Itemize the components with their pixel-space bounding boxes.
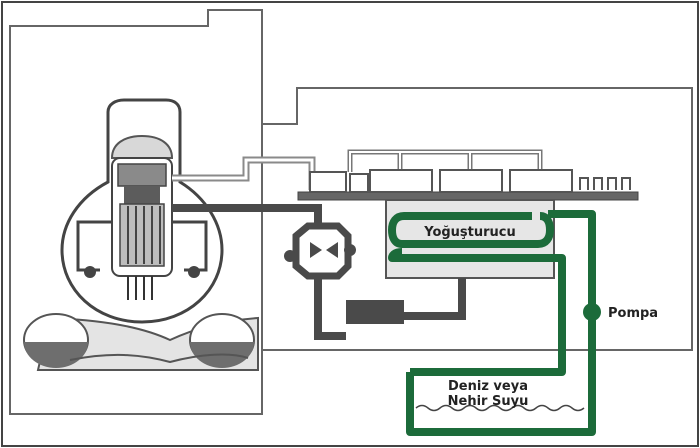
feedwater-heater	[284, 222, 356, 280]
pump-icon	[583, 303, 601, 321]
feedwater-pump	[346, 300, 404, 324]
reactor-building	[9, 9, 263, 415]
recirculation-pump-left	[84, 266, 96, 278]
turbines	[309, 169, 573, 193]
water-wave	[415, 404, 585, 412]
turbine-deck	[297, 191, 639, 201]
control-rods	[127, 276, 153, 300]
condenser-label: Yoğuşturucu	[423, 225, 516, 240]
water-source-line2: Nehir Suyu	[448, 394, 529, 409]
generator	[579, 177, 631, 190]
turbine-building	[262, 87, 693, 351]
recirculation-pump-right	[188, 266, 200, 278]
steam-separator	[124, 186, 160, 204]
steam-dryer	[117, 163, 167, 187]
fuel-core	[119, 203, 165, 267]
vessel-dome	[110, 134, 174, 159]
suppression-pool	[23, 313, 259, 371]
water-source-line1: Deniz veya	[448, 379, 528, 394]
cooling-water-loop	[388, 210, 596, 436]
feedwater-line	[172, 204, 466, 340]
pump-label: Pompa	[608, 306, 658, 321]
